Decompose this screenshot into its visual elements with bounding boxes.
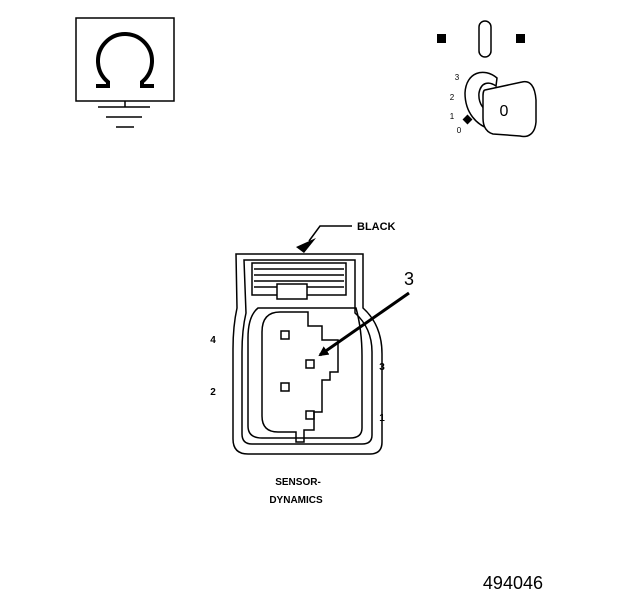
connector-color-pointer xyxy=(296,225,352,253)
ignition-position-0: 0 xyxy=(457,126,462,135)
ignition-position-3: 3 xyxy=(455,73,460,82)
ignition-key-icon xyxy=(437,20,537,138)
figure-number: 494046 xyxy=(483,573,543,593)
pin-label-4: 4 xyxy=(210,335,216,346)
pin-callout-arrow xyxy=(318,291,410,357)
ohm-icon xyxy=(75,17,175,102)
connector-color-label: BLACK xyxy=(357,221,396,233)
ignition-position-1: 1 xyxy=(450,112,455,121)
ignition-position-2: 2 xyxy=(450,93,455,102)
pin-label-2: 2 xyxy=(210,387,216,398)
pin-label-1: 1 xyxy=(379,413,385,424)
pin-callout-number: 3 xyxy=(404,269,414,289)
ground-icon xyxy=(98,101,150,128)
connector-name-line1: SENSOR- xyxy=(275,477,321,488)
ignition-key-label: 0 xyxy=(500,103,509,120)
connector-body xyxy=(232,253,383,455)
connector-name-line2: DYNAMICS xyxy=(269,495,323,506)
pin-label-3: 3 xyxy=(379,362,385,373)
